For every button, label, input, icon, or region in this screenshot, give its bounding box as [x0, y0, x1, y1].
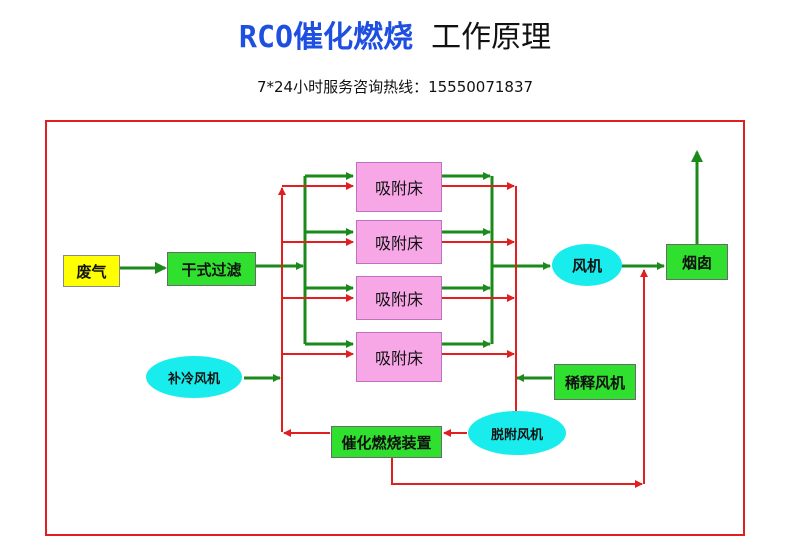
cooling-fan-node: 补冷风机: [146, 356, 242, 398]
title-principle: 工作原理: [431, 20, 552, 55]
bypass-bottom: [391, 458, 643, 488]
dry-filter-node: 干式过滤: [167, 252, 256, 286]
chimney-node: 烟囱: [666, 244, 728, 280]
adsorption-bed-1: 吸附床: [356, 162, 442, 212]
adsorption-bed-3: 吸附床: [356, 276, 442, 320]
adsorption-bed-4: 吸附床: [356, 332, 442, 382]
hotline-text: 7*24小时服务咨询热线：15550071837: [256, 78, 534, 96]
waste-gas-node: 废气: [63, 255, 120, 287]
diagram-frame: [45, 120, 745, 536]
catalytic-device-node: 催化燃烧装置: [331, 426, 442, 458]
dilution-fan-node: 稀释风机: [554, 364, 636, 400]
page-title: RCO催化燃烧工作原理: [0, 18, 790, 58]
regen-flow-lines: [278, 182, 648, 488]
title-rco: RCO催化燃烧: [238, 20, 414, 55]
desorption-fan-node: 脱附风机: [468, 411, 566, 455]
main-flow-lines: [120, 150, 703, 382]
adsorption-bed-2: 吸附床: [356, 220, 442, 264]
fan-node: 风机: [552, 244, 622, 286]
